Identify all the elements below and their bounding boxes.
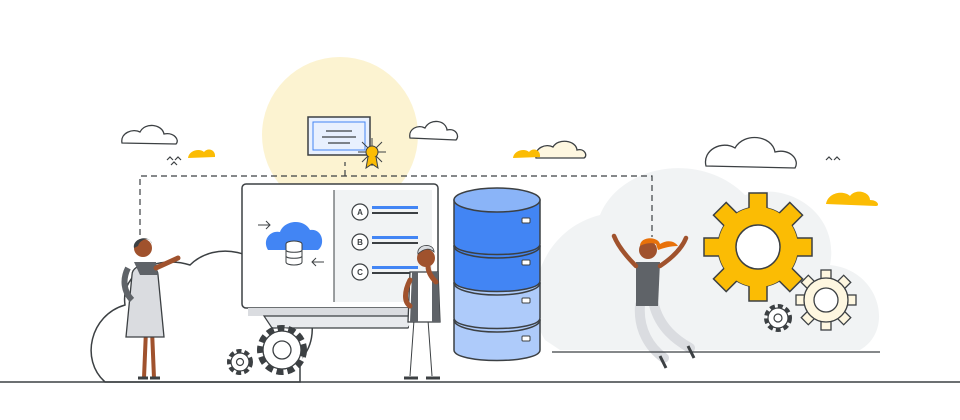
arrow-icon: [258, 220, 324, 267]
cloud-database-icon: [265, 221, 323, 266]
gear-icon: [227, 349, 253, 375]
quiz-option-letter: C: [357, 268, 363, 277]
quiz-option-letter: B: [357, 238, 363, 247]
quiz-option: A: [351, 203, 418, 221]
cloud-yellow-icon: [188, 149, 216, 158]
cloud-small-icon: [535, 140, 587, 159]
cloud-small-icon: [121, 124, 178, 145]
cloud-yellow-icon: [513, 149, 541, 158]
gear-icon: [703, 192, 813, 302]
badge-icon: [358, 138, 386, 170]
birds-icon: [166, 156, 841, 166]
person-thinker: [403, 245, 441, 380]
cloud-small-icon: [704, 136, 797, 169]
quiz-option: B: [351, 233, 418, 251]
quiz-option: C: [351, 263, 418, 281]
person-celebrating: [611, 233, 696, 369]
gear-icon: [795, 269, 857, 331]
gear-icon: [764, 304, 792, 332]
cloud-small-icon: [409, 120, 459, 141]
quiz-option-letter: A: [357, 208, 363, 217]
connection-lines: [139, 162, 653, 245]
cloud-yellow-icon: [826, 191, 878, 206]
person-presenter: [121, 238, 181, 380]
certificate-icon: [307, 116, 386, 170]
monitor: A B C: [241, 183, 439, 329]
gear-icon: [257, 325, 307, 375]
database-icon: [453, 187, 541, 362]
